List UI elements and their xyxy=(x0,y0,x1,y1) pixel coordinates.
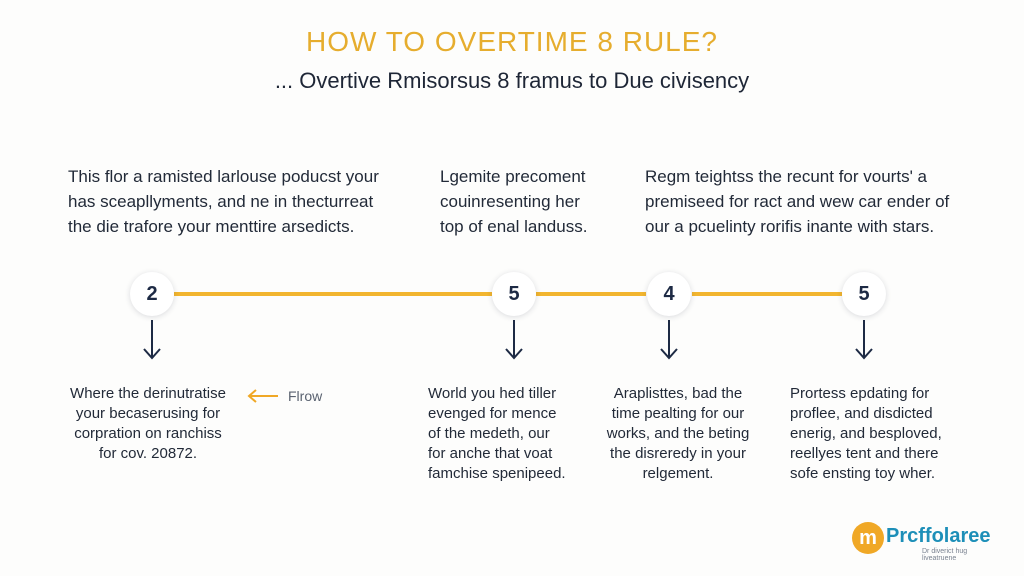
logo-mark-icon: m xyxy=(852,522,884,554)
logo-name: Prcffolaree xyxy=(886,525,991,547)
page-title: HOW TO OVERTIME 8 RULE? xyxy=(306,26,718,57)
brand-logo: m Prcffolaree Dr diverict hug liveatruen… xyxy=(852,522,1002,562)
timeline-node-2: 5 xyxy=(492,272,536,316)
arrow-left-icon xyxy=(247,389,278,403)
bottom-text-1: Where the derinutratise your becaserusin… xyxy=(70,385,226,462)
bottom-text-3: Araplisttes, bad the time pealting for o… xyxy=(606,385,750,482)
logo-tagline: Dr diverict hug liveatruene xyxy=(922,548,968,562)
arrow-down-icon xyxy=(855,320,873,360)
arrow-down-icon xyxy=(660,320,678,360)
timeline-line-3 xyxy=(692,292,842,296)
timeline-line-1 xyxy=(174,292,492,296)
arrow-down-icon xyxy=(505,320,523,360)
side-label: Flrow xyxy=(288,388,323,404)
timeline-line-2 xyxy=(536,292,646,296)
bottom-text-4: Prortess epdating for proflee, and disdi… xyxy=(790,385,942,482)
timeline-node-4: 5 xyxy=(842,272,886,316)
arrow-down-icon xyxy=(143,320,161,360)
timeline-node-1: 2 xyxy=(130,272,174,316)
top-text-3: Regm teightss the recunt for vourts' a p… xyxy=(645,167,950,236)
timeline-node-3: 4 xyxy=(647,272,691,316)
top-text-2: Lgemite precoment couinresenting her top… xyxy=(440,167,588,236)
top-text-1: This flor a ramisted larlouse poducst yo… xyxy=(68,167,379,236)
bottom-text-2: World you hed tiller evenged for mence o… xyxy=(428,385,566,482)
page-subtitle: ... Overtive Rmisorsus 8 framus to Due c… xyxy=(274,68,750,93)
